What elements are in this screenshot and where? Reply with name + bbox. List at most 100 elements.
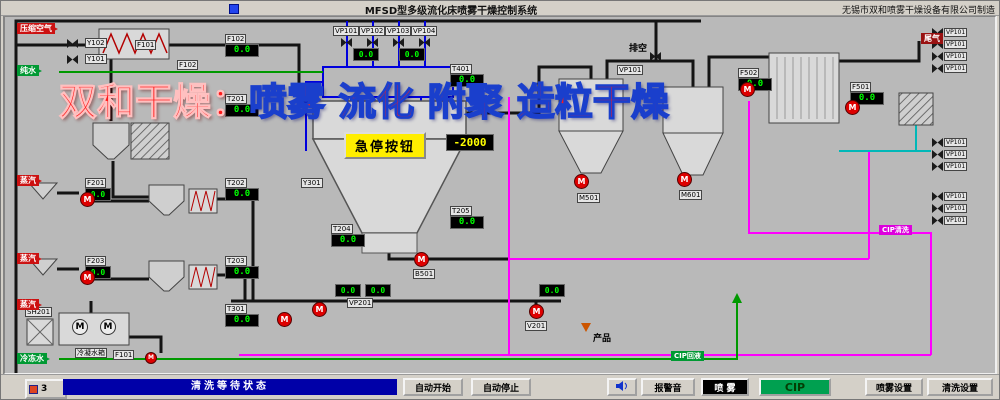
valve-tag: VP101	[944, 40, 968, 49]
feed-pure-water: 纯水	[17, 65, 42, 76]
page-nav-button[interactable]: 3	[25, 379, 67, 399]
alarm-sound-button[interactable]: 报警音	[641, 378, 695, 396]
tag-T201: T201	[225, 94, 247, 104]
page-title: MFSD型多级流化床喷雾干燥控制系统	[364, 6, 538, 17]
valve-icon[interactable]	[393, 38, 404, 47]
condensate-tank-label: 冷凝水箱	[75, 348, 107, 358]
valve-icon[interactable]	[932, 162, 943, 171]
tag-F203: F203	[85, 256, 107, 266]
tag-VP201: VP201	[347, 298, 374, 308]
valve-icon[interactable]	[932, 204, 943, 213]
valve-icon[interactable]	[341, 38, 352, 47]
tag-VP104: VP104	[411, 26, 438, 36]
valve-icon[interactable]	[419, 38, 430, 47]
auto-start-button[interactable]: 自动开始	[403, 378, 463, 396]
tag-V201: V201	[525, 321, 548, 331]
valve-tag: VP101	[944, 138, 968, 147]
tag-F101-top: F101	[135, 40, 157, 50]
cip-supply-label: CIP清洗	[879, 225, 912, 235]
valve-row: VP101	[932, 150, 968, 159]
valve-row: VP101	[932, 216, 968, 225]
pump-icon[interactable]: M	[80, 270, 95, 285]
valve-tag: VP101	[944, 216, 968, 225]
pump-icon[interactable]: M	[277, 312, 292, 327]
display-cyclone: 0.0	[539, 284, 565, 297]
tag-Y102: Y102	[85, 38, 107, 48]
emergency-stop-button[interactable]: 急停按钮	[344, 132, 426, 159]
mixer-icon: M	[100, 319, 116, 335]
valve-row: VP101	[932, 192, 968, 201]
display-T201: 0.0	[225, 104, 259, 117]
tag-F502: F502	[738, 68, 760, 78]
valve-icon[interactable]	[932, 138, 943, 147]
cip-button[interactable]: CIP	[759, 378, 831, 396]
pump-icon[interactable]: M	[677, 172, 692, 187]
tag-M601: M601	[679, 190, 703, 200]
vent-label: 排空	[629, 44, 648, 54]
feed-compressed-air: 压缩空气	[17, 23, 58, 34]
valve-tag: VP101	[944, 192, 968, 201]
display-T204: 0.0	[331, 234, 365, 247]
valve-icon[interactable]	[932, 52, 943, 61]
nav-icon	[29, 384, 38, 394]
spray-button[interactable]: 喷 雾	[701, 378, 749, 396]
product-label: 产品	[593, 334, 612, 344]
tag-F102: F102	[225, 34, 247, 44]
display-F102: 0.0	[225, 44, 259, 57]
valve-tag: VP101	[944, 204, 968, 213]
pump-icon[interactable]: M	[574, 174, 589, 189]
status-bar: 清洗等待状态	[63, 379, 397, 395]
title-bar: MFSD型多级流化床喷雾干燥控制系统 无锡市双和喷雾干燥设备有限公司制造	[1, 1, 999, 17]
tag-T401: T401	[450, 64, 472, 74]
tag-VP101-vent: VP101	[617, 65, 644, 75]
valve-icon[interactable]	[367, 38, 378, 47]
tag-T205: T205	[450, 206, 472, 216]
auto-stop-button[interactable]: 自动停止	[471, 378, 531, 396]
valve-icon[interactable]	[932, 216, 943, 225]
tag-T301: T301	[225, 304, 247, 314]
display-T301: 0.0	[225, 314, 259, 327]
display-VP201-a: 0.0	[335, 284, 361, 297]
footer-toolbar: 3 清洗等待状态 自动开始 自动停止 报警音 喷 雾 CIP 喷雾设置 清洗设置	[1, 374, 999, 399]
valve-icon[interactable]	[932, 150, 943, 159]
alarm-display: -2000	[446, 134, 494, 151]
tag-VP102: VP102	[359, 26, 386, 36]
valve-tag: VP101	[944, 150, 968, 159]
app-icon	[229, 4, 239, 14]
valve-icon[interactable]	[932, 64, 943, 73]
pump-icon[interactable]: M	[80, 192, 95, 207]
pump-icon[interactable]: M	[845, 100, 860, 115]
pump-icon[interactable]: M	[414, 252, 429, 267]
valve-tag: VP101	[944, 64, 968, 73]
display-top-a: 0.0	[353, 48, 379, 61]
display-T401: 0.0	[450, 74, 484, 87]
valve-icon[interactable]	[932, 192, 943, 201]
display-top-b: 0.0	[399, 48, 425, 61]
display-T203: 0.0	[225, 266, 259, 279]
manufacturer-label: 无锡市双和喷雾干燥设备有限公司制造	[841, 6, 995, 16]
product-arrow-icon	[581, 323, 591, 337]
spray-settings-button[interactable]: 喷雾设置	[865, 378, 923, 396]
clean-settings-button[interactable]: 清洗设置	[927, 378, 993, 396]
tag-T203: T203	[225, 256, 247, 266]
tag-VP101: VP101	[333, 26, 360, 36]
tag-M501: M501	[577, 193, 601, 203]
feed-steam-1: 蒸汽	[17, 175, 42, 186]
mixer-icon: M	[72, 319, 88, 335]
valve-row: VP101	[932, 138, 968, 147]
pump-icon[interactable]: M	[145, 352, 157, 364]
valve-icon[interactable]	[67, 55, 78, 64]
tag-B501: B501	[413, 269, 436, 279]
pump-icon[interactable]: M	[529, 304, 544, 319]
pump-icon[interactable]: M	[740, 82, 755, 97]
pump-icon[interactable]: M	[312, 302, 327, 317]
page-nav-label: 3	[41, 384, 48, 394]
valve-icon[interactable]	[650, 52, 661, 61]
tag-T202: T202	[225, 178, 247, 188]
valve-icon[interactable]	[67, 39, 78, 48]
tag-F101-cond: F101	[113, 350, 135, 360]
alarm-sound-icon-button[interactable]	[607, 378, 637, 396]
tail-gas-label: 尾气	[921, 33, 943, 44]
valve-row: VP101	[932, 52, 968, 61]
